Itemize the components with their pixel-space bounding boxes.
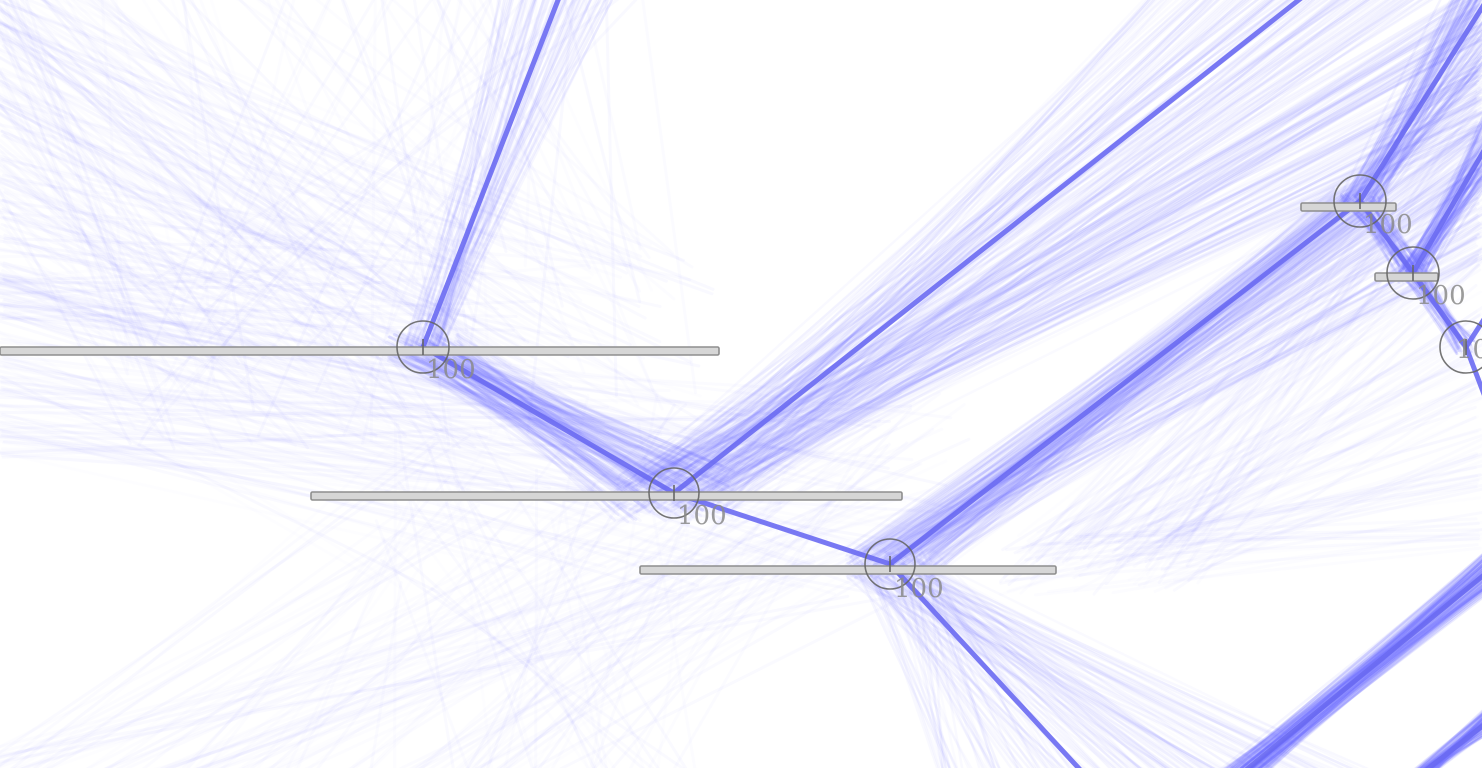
- branch-1: [420, 0, 561, 350]
- branch-11: [1463, 317, 1482, 350]
- cloud-left-upper: [0, 0, 715, 451]
- branch-13: [1244, 573, 1482, 768]
- branch-6: [887, 561, 1082, 768]
- node-a-height-bar: [0, 346, 720, 356]
- branch-7: [1357, 2, 1482, 204]
- node-b-height-bar: [310, 491, 903, 501]
- node-f-circle-icon: [1439, 320, 1482, 374]
- branch-4: [671, 490, 893, 567]
- node-c-height-bar: [639, 565, 1057, 575]
- node-e-support-label: 100: [1416, 281, 1466, 311]
- branch-3: [671, 0, 1303, 496]
- node-c-support-label: 100: [894, 574, 944, 604]
- cloud-node-a-up: [402, 0, 614, 355]
- node-d-circle-icon: [1333, 174, 1387, 228]
- branch-2: [420, 344, 677, 496]
- node-e-circle-icon: [1386, 246, 1440, 300]
- branch-8: [1357, 198, 1416, 276]
- node-markers: 100 100 100 100 100 100: [396, 174, 1482, 604]
- branch-12: [1463, 344, 1482, 397]
- node-c-circle-icon: [864, 538, 916, 590]
- consensus-branches: [420, 0, 1482, 768]
- branch-14: [1424, 723, 1482, 768]
- node-d-height-bar: [1300, 202, 1397, 212]
- node-e-height-bar: [1374, 272, 1439, 282]
- cloud-node-a-b: [381, 331, 736, 524]
- node-d-support-label: 100: [1363, 210, 1413, 240]
- height-ci-bars: [0, 202, 1439, 575]
- node-f-support-label: 100: [1456, 335, 1482, 365]
- node-b-support-label: 100: [677, 501, 727, 531]
- node-a-support-label: 100: [426, 355, 476, 385]
- node-b-circle-icon: [648, 467, 700, 519]
- branch-5: [887, 198, 1363, 567]
- cloud-lower-right-a: [1220, 553, 1482, 768]
- node-a-circle-icon: [396, 320, 450, 374]
- branch-10: [1410, 270, 1469, 350]
